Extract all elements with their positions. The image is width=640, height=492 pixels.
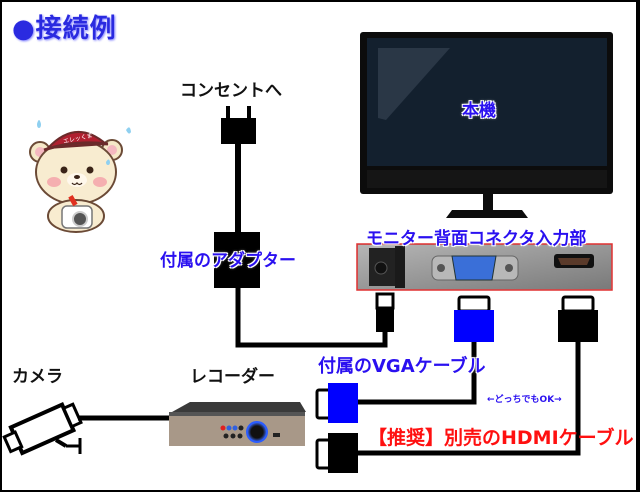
camera-label: カメラ (12, 367, 63, 387)
monitor-rear-panel (356, 243, 613, 291)
screen-glare (378, 48, 450, 120)
outlet-label: コンセントへ (180, 81, 282, 101)
monitor-chin (367, 170, 607, 188)
either-ok-note: ←どっちでもOK→ (487, 395, 562, 405)
monitor-stand-base (446, 210, 528, 218)
recorder-illustration (169, 402, 306, 446)
mascot-bear: エレッくま (29, 120, 131, 233)
hdmi-plug-monitor (558, 310, 598, 342)
vga-plug-monitor (454, 310, 494, 342)
power-cable (214, 106, 395, 348)
dc-plug-tip (375, 292, 395, 310)
camera-illustration (2, 401, 170, 456)
vga-port (431, 255, 519, 281)
vga-cable (315, 295, 494, 423)
page-title: ●接続例 (12, 14, 117, 44)
power-plug (221, 118, 256, 144)
hdmi-cable-label: 【推奨】別売のHDMIケーブル (368, 427, 634, 449)
monitor-illustration (360, 32, 613, 218)
hdmi-port (554, 254, 594, 268)
monitor-ports-label: モニター背面コネクタ入力部 (366, 229, 587, 249)
adapter-label: 付属のアダプター (160, 251, 296, 271)
hdmi-plug-recorder (328, 433, 358, 473)
monitor-neck (483, 194, 493, 210)
dc-plug (376, 308, 394, 332)
vga-plug-recorder (328, 383, 358, 423)
vga-cable-label: 付属のVGAケーブル (318, 356, 486, 377)
main-unit-label: 本機 (462, 101, 496, 121)
ac-adapter (214, 232, 260, 288)
hdmi-cable (315, 295, 598, 473)
recorder-label: レコーダー (190, 367, 275, 387)
